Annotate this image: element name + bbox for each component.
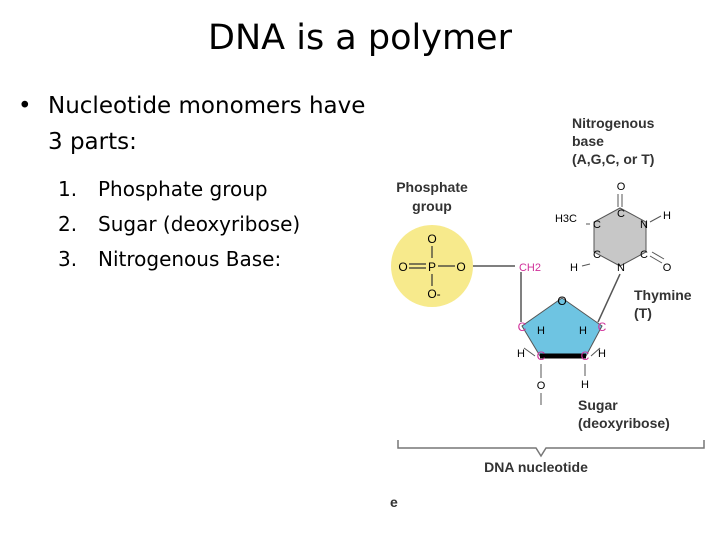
nucleotide-diagram: O P O O O- CH2 O C C C C H H H H O H O C… bbox=[390, 115, 705, 510]
atom-label: C bbox=[518, 320, 527, 334]
sugar-label: Sugar bbox=[578, 397, 618, 413]
atom-label: CH2 bbox=[519, 262, 541, 274]
atom-label: H bbox=[570, 262, 578, 274]
list-label: Nitrogenous Base: bbox=[98, 247, 282, 271]
list-item: 2. Sugar (deoxyribose) bbox=[58, 207, 300, 242]
bullet-text: Nucleotide monomers have 3 parts: bbox=[48, 93, 366, 155]
atom-label: O- bbox=[427, 287, 440, 301]
base-label: base bbox=[572, 133, 604, 149]
list-number: 2. bbox=[58, 212, 78, 236]
atom-label: C bbox=[537, 349, 546, 363]
atom-label: O bbox=[617, 181, 626, 193]
list-number: 1. bbox=[58, 177, 78, 201]
atom-label: N bbox=[640, 219, 648, 231]
atom-label: O bbox=[427, 232, 436, 246]
list-item: 1. Phosphate group bbox=[58, 172, 300, 207]
atom-label: C bbox=[593, 219, 601, 231]
atom-label: C bbox=[640, 249, 648, 261]
atom-label: C bbox=[617, 208, 625, 220]
nucleotide-brace bbox=[397, 440, 705, 458]
thymine-label: (T) bbox=[634, 305, 652, 321]
list-label: Sugar (deoxyribose) bbox=[98, 212, 301, 236]
phosphate-circle bbox=[391, 225, 473, 307]
atom-label: C bbox=[593, 249, 601, 261]
atom-label: H bbox=[663, 210, 671, 222]
phosphate-label: group bbox=[412, 198, 452, 214]
thymine-label: Thymine bbox=[634, 287, 692, 303]
atom-label: H bbox=[537, 325, 545, 337]
cropped-text-fragment: e bbox=[390, 494, 398, 510]
list-item: 3. Nitrogenous Base: bbox=[58, 242, 300, 277]
atom-label: H bbox=[598, 348, 606, 360]
atom-label: H bbox=[517, 348, 525, 360]
slide-title: DNA is a polymer bbox=[208, 18, 512, 58]
atom-label: C bbox=[598, 320, 607, 334]
list-number: 3. bbox=[58, 247, 78, 271]
atom-label: H bbox=[579, 325, 587, 337]
atom-label: O bbox=[456, 260, 465, 274]
atom-label: H bbox=[581, 379, 589, 391]
atom-label: H3C bbox=[555, 213, 577, 225]
atom-label: O bbox=[557, 294, 566, 308]
atom-label: N bbox=[617, 262, 625, 274]
atom-label: C bbox=[581, 349, 590, 363]
list-label: Phosphate group bbox=[98, 177, 268, 201]
base-label: (A,G,C, or T) bbox=[572, 151, 654, 167]
base-label: Nitrogenous bbox=[572, 115, 655, 131]
atom-label: O bbox=[663, 262, 672, 274]
glycosidic-bond bbox=[597, 273, 621, 323]
atom-label: P bbox=[428, 260, 436, 274]
atom-label: O bbox=[537, 380, 546, 392]
atom-label: O bbox=[398, 260, 407, 274]
phosphate-label: Phosphate bbox=[396, 179, 468, 195]
bullet-marker: • bbox=[18, 93, 32, 119]
base-ring bbox=[593, 207, 647, 267]
nucleotide-label: DNA nucleotide bbox=[484, 459, 588, 475]
parts-list: 1.Phosphate group 2.Sugar (deoxyribose) … bbox=[58, 172, 300, 277]
sugar-label: (deoxyribose) bbox=[578, 415, 670, 431]
